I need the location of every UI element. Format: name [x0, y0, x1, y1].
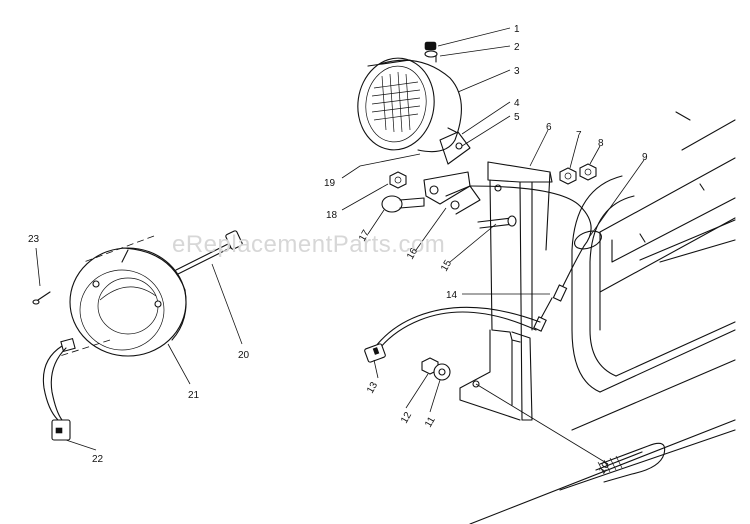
watermark: eReplacementParts.com — [172, 231, 445, 258]
callout-16: 16 — [405, 246, 420, 262]
work-light-lower — [59, 235, 187, 357]
callout-21: 21 — [188, 390, 200, 401]
callout-9: 9 — [642, 152, 648, 163]
nut-8 — [579, 163, 597, 181]
long-bolt-20 — [175, 230, 243, 275]
callout-10: 10 — [597, 460, 612, 476]
callout-17: 17 — [357, 228, 372, 244]
callout-13: 13 — [365, 380, 380, 396]
leader-lines — [35, 27, 645, 465]
callout-18: 18 — [326, 210, 338, 221]
callout-11: 11 — [423, 415, 438, 430]
u-bolt-10 — [595, 442, 666, 483]
wire-harness — [364, 185, 592, 363]
callout-14: 14 — [446, 290, 458, 301]
callout-4: 4 — [514, 98, 520, 109]
callout-23: 23 — [28, 234, 40, 245]
callout-19: 19 — [324, 178, 336, 189]
hex-nut-18 — [389, 171, 407, 189]
mounting-bracket — [459, 161, 553, 421]
callout-20: 20 — [238, 350, 250, 361]
screw-23 — [32, 291, 51, 305]
cable-tie-9 — [574, 230, 602, 250]
lens-grid — [371, 71, 421, 133]
callout-8: 8 — [598, 138, 604, 149]
callout-5: 5 — [514, 112, 520, 123]
carriage-bolt-17 — [381, 195, 425, 213]
callout-22: 22 — [92, 454, 104, 465]
nut-7 — [559, 167, 577, 185]
washer-11 — [433, 363, 451, 381]
callout-3: 3 — [514, 66, 520, 77]
lower-light-wire — [42, 337, 76, 441]
work-light-upper — [357, 41, 471, 165]
callout-2: 2 — [514, 42, 520, 53]
callout-6: 6 — [546, 122, 552, 133]
small-bracket — [423, 171, 517, 229]
tractor-body — [469, 111, 736, 524]
callout-1: 1 — [514, 24, 520, 35]
callout-12: 12 — [399, 410, 414, 426]
callout-7: 7 — [576, 130, 582, 141]
callout-15: 15 — [439, 258, 454, 274]
